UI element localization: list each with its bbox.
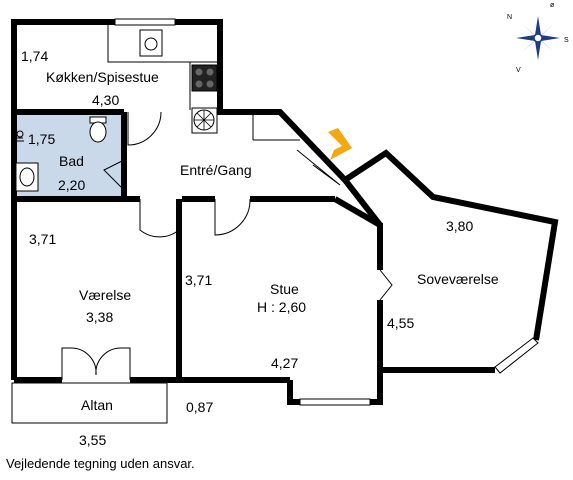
entrance-arrow-icon — [328, 128, 352, 160]
bedroom-name: Soveværelse — [417, 271, 499, 287]
kitchen-window — [114, 18, 176, 26]
vaerelse-dim-a: 3,71 — [29, 231, 56, 247]
balcony — [11, 382, 168, 424]
washbasin-icon — [15, 162, 39, 192]
walls — [11, 19, 559, 405]
stue-dim-b: 4,27 — [271, 355, 298, 371]
balcony-name: Altan — [81, 397, 113, 413]
bath-dim-a: 1,75 — [28, 131, 55, 147]
bath-name: Bad — [59, 153, 84, 169]
kitchen-dim-depth: 1,74 — [21, 48, 48, 64]
compass-o: ø — [550, 2, 555, 9]
balcony-dim-a: 0,87 — [186, 399, 213, 415]
vaerelse-name: Værelse — [79, 287, 131, 303]
fan-icon — [191, 107, 218, 134]
compass-s: S — [564, 37, 569, 44]
hall-name: Entré/Gang — [180, 162, 252, 178]
balcony-door-left — [61, 347, 97, 380]
stove-icon — [191, 64, 218, 92]
bedroom-window — [494, 337, 539, 374]
kitchen-door — [127, 111, 162, 146]
kitchen-dim-width: 4,30 — [92, 92, 119, 108]
shower-icon — [16, 130, 24, 142]
stue-window — [299, 398, 371, 406]
bedroom-door — [379, 269, 393, 301]
balcony-door-right — [95, 347, 131, 380]
toilet-icon — [89, 116, 107, 143]
bath-door — [103, 159, 125, 191]
compass-rose-icon: N ø S V — [507, 2, 569, 74]
disclaimer-text: Vejledende tegning uden ansvar. — [6, 456, 195, 471]
kitchen-counter — [107, 25, 191, 110]
stue-height: H : 2,60 — [257, 299, 306, 315]
vaerelse-dim-b: 3,38 — [86, 309, 113, 325]
bedroom-dim-b: 4,55 — [387, 315, 414, 331]
stue-door — [214, 198, 251, 236]
entrance-door — [296, 149, 341, 186]
kitchen-name: Køkken/Spisestue — [46, 69, 159, 85]
compass-v: V — [516, 67, 521, 74]
sink-icon — [139, 29, 163, 57]
stue-dim-a: 3,71 — [185, 272, 212, 288]
bath-dim-b: 2,20 — [58, 177, 85, 193]
bedroom-dim-a: 3,80 — [446, 218, 473, 234]
stue-name: Stue — [270, 281, 299, 297]
vaerelse-door — [139, 199, 180, 238]
compass-n: N — [507, 14, 512, 21]
balcony-dim-b: 3,55 — [79, 432, 106, 448]
